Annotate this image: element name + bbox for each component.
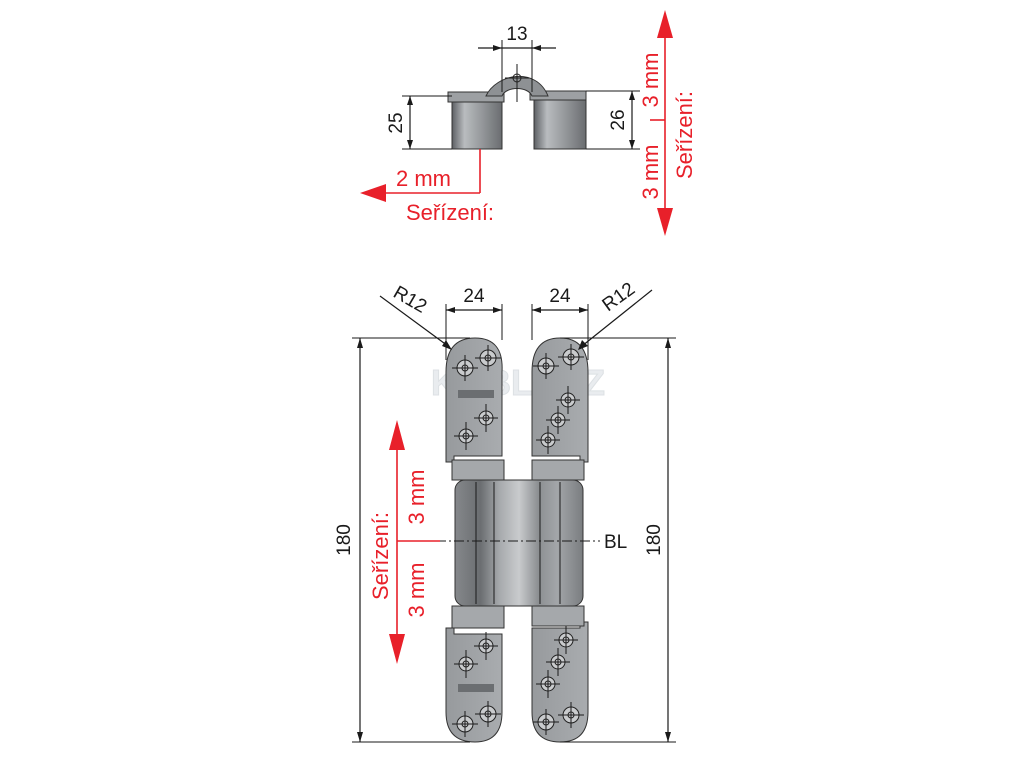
top-right-cap (529, 90, 587, 101)
top-left-height-dimension: 25 (386, 112, 407, 133)
front-adjust-down: 3 mm (404, 563, 429, 618)
front-adjust-arrow-down (389, 634, 405, 664)
top-right-body (533, 93, 587, 150)
hinge-center-left-rail-bottom (451, 605, 505, 629)
top-width-dimension: 13 (506, 24, 527, 45)
front-view: KOBLENZ (334, 279, 676, 743)
top-right-adjust-down: 3 mm (638, 145, 663, 200)
left-radius-label: R12 (390, 282, 431, 318)
top-left-adjust-arrow (360, 184, 386, 202)
hinge-center-body (454, 479, 584, 607)
left-height-dimension: 180 (334, 524, 355, 556)
top-left-adjust-value: 2 mm (396, 166, 451, 191)
baseline-label: BL (604, 532, 627, 553)
right-height-dimension: 180 (644, 524, 665, 556)
front-adjust-up: 3 mm (404, 470, 429, 525)
top-right-height-dimension: 26 (608, 109, 629, 130)
hinge-center-right-rail (531, 459, 585, 481)
top-right-adjust-up: 3 mm (638, 53, 663, 108)
top-right-adjust-arrow-up (657, 10, 673, 38)
front-adjust-label: Seřízení: (368, 512, 393, 600)
plate-marking-bottom (458, 684, 494, 692)
screw-hole-group-top-right (537, 348, 580, 448)
right-width-dimension: 24 (549, 286, 571, 307)
hinge-center-left-rail (451, 459, 505, 481)
hole-crosshairs (452, 344, 584, 737)
right-radius-label: R12 (599, 279, 640, 316)
top-left-body (451, 95, 503, 150)
top-left-adjust-label: Seřízení: (406, 200, 494, 225)
plate-marking-top (458, 390, 494, 398)
top-view: 13 25 26 2 mm Seřízení: 3 mm 3 mm Seříze… (360, 10, 697, 236)
hinge-center-right-rail-bottom (531, 605, 585, 627)
left-width-dimension: 24 (463, 286, 485, 307)
top-right-adjust-label: Seřízení: (672, 91, 697, 179)
front-adjust-arrow-up (389, 420, 405, 450)
top-left-cap (447, 91, 505, 103)
top-right-adjust-arrow-down (657, 208, 673, 236)
